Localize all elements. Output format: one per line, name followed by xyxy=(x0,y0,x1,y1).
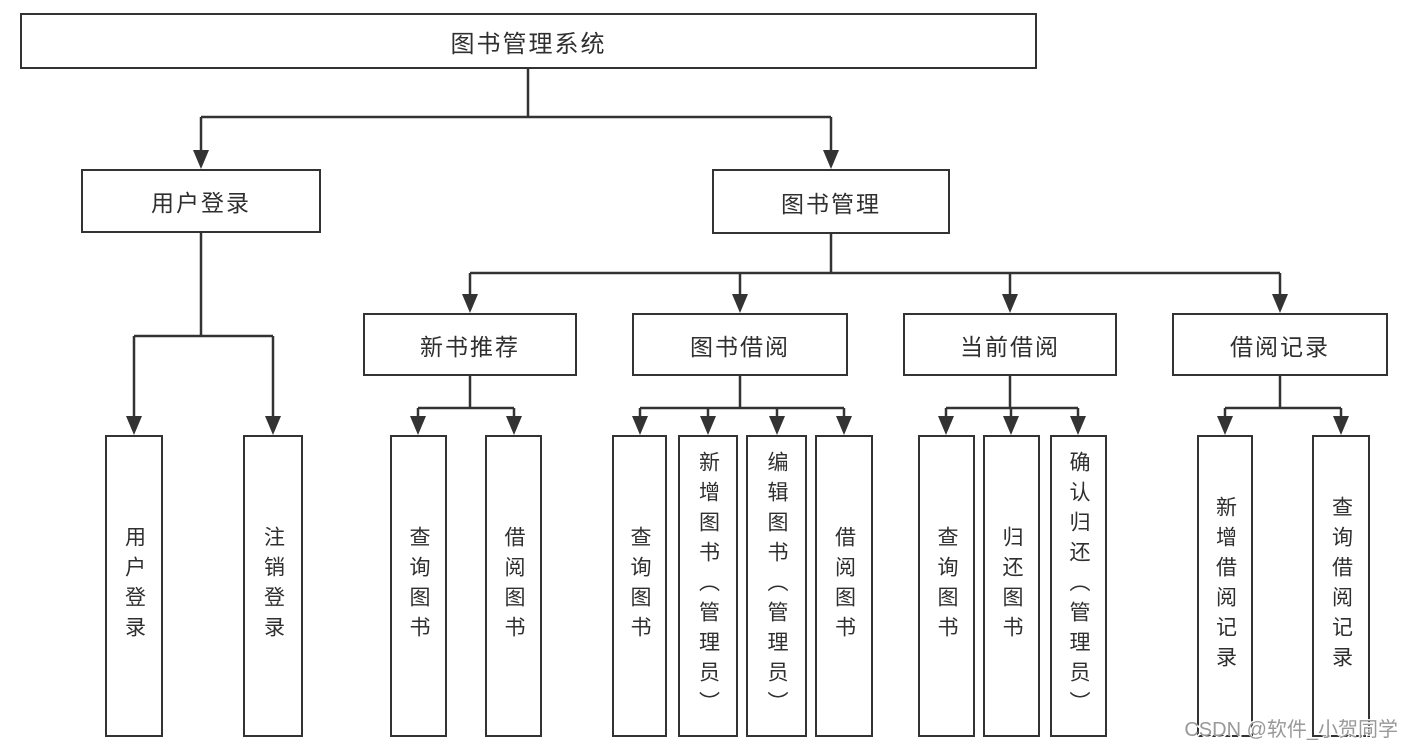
leaf-edit-book-admin: 编辑图书（管理员） xyxy=(746,435,807,737)
node-book-mgmt: 图书管理 xyxy=(712,169,950,234)
leaf-borrow-books-2-label: 借阅图书 xyxy=(832,526,856,646)
leaf-add-book-admin-label: 新增图书（管理员） xyxy=(696,451,720,721)
leaf-confirm-return-admin: 确认归还（管理员） xyxy=(1050,435,1107,737)
leaf-borrow-books-2: 借阅图书 xyxy=(815,435,873,737)
leaf-logout: 注销登录 xyxy=(243,435,303,737)
leaf-query-books-2: 查询图书 xyxy=(612,435,667,737)
connector-book-borrow-to-children xyxy=(632,376,852,435)
node-user-login: 用户登录 xyxy=(81,169,321,233)
connector-user-login-to-children xyxy=(126,233,281,435)
connector-new-book-rec-to-children xyxy=(410,376,522,435)
leaf-return-books: 归还图书 xyxy=(983,435,1040,737)
leaf-query-borrow-record: 查询借阅记录 xyxy=(1312,435,1370,737)
leaf-query-borrow-record-label: 查询借阅记录 xyxy=(1329,496,1353,676)
leaf-edit-book-admin-label: 编辑图书（管理员） xyxy=(765,451,788,721)
leaf-user-login: 用户登录 xyxy=(105,435,163,737)
node-book-borrow: 图书借阅 xyxy=(632,313,848,376)
connector-current-borrow-to-children xyxy=(938,376,1086,435)
watermark: CSDN @软件_小贺同学 xyxy=(1184,719,1398,741)
leaf-borrow-books-1-label: 借阅图书 xyxy=(502,526,525,646)
leaf-borrow-books-1: 借阅图书 xyxy=(485,435,542,737)
leaf-logout-label: 注销登录 xyxy=(261,526,285,646)
leaf-add-borrow-record-label: 新增借阅记录 xyxy=(1213,496,1237,676)
node-borrow-records-label: 借阅记录 xyxy=(1230,333,1330,360)
node-user-login-label: 用户登录 xyxy=(151,190,251,216)
node-new-book-rec: 新书推荐 xyxy=(363,313,577,376)
leaf-return-books-label: 归还图书 xyxy=(1000,526,1023,646)
node-current-borrow-label: 当前借阅 xyxy=(960,333,1060,360)
node-root-label: 图书管理系统 xyxy=(450,30,607,58)
connector-borrow-records-to-children xyxy=(1217,376,1349,435)
leaf-user-login-label: 用户登录 xyxy=(122,526,146,646)
leaf-confirm-return-admin-label: 确认归还（管理员） xyxy=(1067,451,1090,721)
leaf-query-books-3-label: 查询图书 xyxy=(935,526,958,646)
node-book-borrow-label: 图书借阅 xyxy=(690,333,790,360)
node-borrow-records: 借阅记录 xyxy=(1172,313,1388,376)
node-new-book-rec-label: 新书推荐 xyxy=(420,333,520,360)
leaf-query-books-2-label: 查询图书 xyxy=(628,526,651,646)
leaf-query-books-1: 查询图书 xyxy=(390,435,447,737)
node-current-borrow: 当前借阅 xyxy=(903,313,1117,376)
leaf-add-book-admin: 新增图书（管理员） xyxy=(678,435,738,737)
leaf-add-borrow-record: 新增借阅记录 xyxy=(1197,435,1253,737)
connector-book-mgmt-to-children xyxy=(462,233,1288,313)
connector-root-to-level2 xyxy=(193,69,839,169)
leaf-query-books-3: 查询图书 xyxy=(918,435,975,737)
node-root: 图书管理系统 xyxy=(20,13,1037,69)
node-book-mgmt-label: 图书管理 xyxy=(781,190,881,217)
leaf-query-books-1-label: 查询图书 xyxy=(407,526,430,646)
